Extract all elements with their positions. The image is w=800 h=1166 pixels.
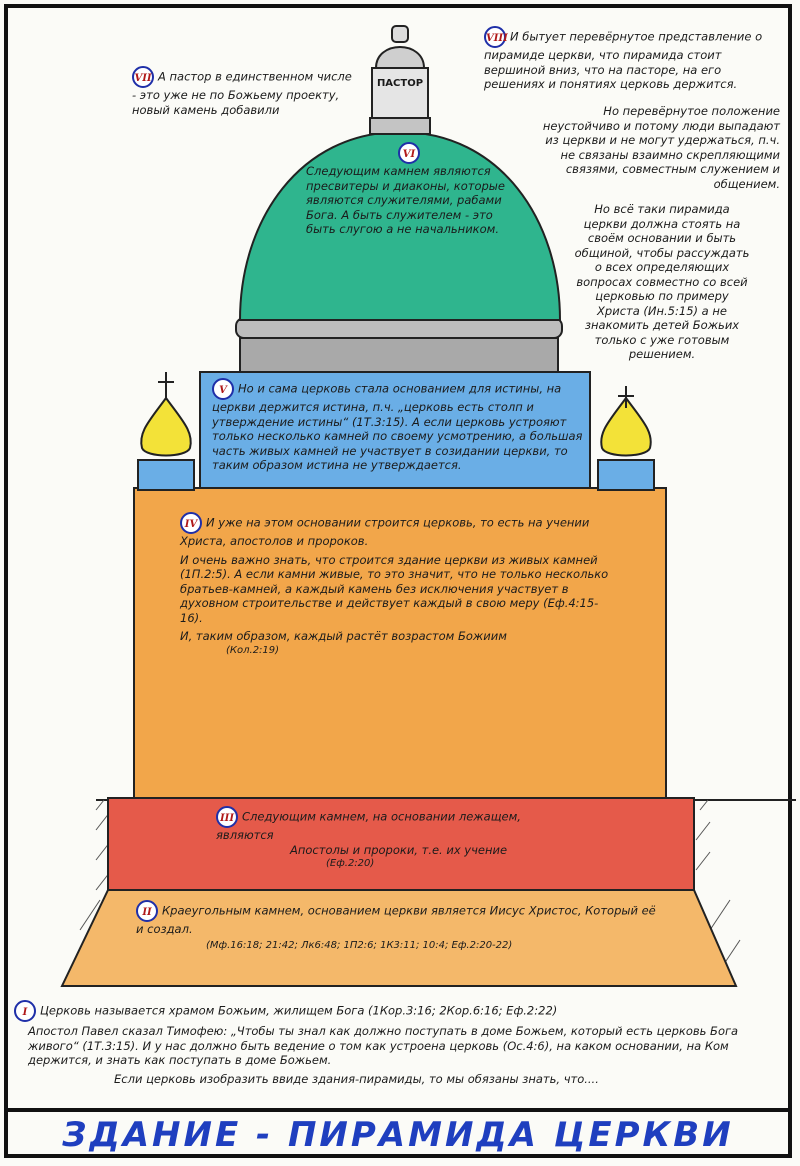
section-8-number: VIII	[484, 26, 508, 48]
left-tower-base	[137, 459, 195, 491]
right-onion-dome	[600, 396, 652, 457]
stone-truth	[199, 371, 591, 489]
section-4-ref: (Кол.2:19)	[226, 644, 280, 656]
section-6-text: Следующим камнем являются пресвитеры и д…	[306, 164, 505, 236]
section-1-text: Церковь называется храмом Божьим, жилище…	[40, 1003, 558, 1018]
section-2-number: II	[136, 900, 158, 922]
section-6-number: VI	[398, 142, 420, 164]
crosses	[158, 372, 634, 408]
dome-drum	[239, 337, 559, 373]
section-1-number: I	[14, 1000, 36, 1022]
right-tower-base	[597, 459, 655, 491]
pastor-cap	[374, 46, 426, 69]
section-3-ref: (Еф.2:20)	[326, 858, 375, 869]
section-8-text-2: Но перевёрнутое положение неустойчиво и …	[542, 104, 780, 191]
left-onion-dome	[140, 396, 192, 457]
section-2-ref: (Мф.16:18; 21:42; Лк6:48; 1П2:6; 1К3:11;…	[206, 939, 513, 951]
pastor-lantern	[371, 67, 429, 119]
section-2-text: Краеугольным камнем, основанием церкви я…	[136, 903, 656, 937]
section-7-number: VII	[132, 66, 154, 88]
section-3-number: III	[216, 806, 238, 828]
stone-church-body	[133, 487, 667, 799]
section-3-text-2: Апостолы и пророки, т.е. их учение	[290, 842, 508, 857]
section-7-text: А пастор в единственном числе - это уже …	[132, 69, 352, 117]
section-4-text-3: И, таким образом, каждый растёт возрасто…	[180, 629, 507, 643]
section-4-text: И уже на этом основании строится церковь…	[180, 515, 590, 549]
section-5-text: Но и сама церковь стала основанием для и…	[212, 381, 583, 473]
page-frame	[4, 4, 792, 1158]
title-bar: ЗДАНИЕ - ПИРАМИДА ЦЕРКВИ	[4, 1108, 792, 1158]
section-5-number: V	[212, 378, 234, 400]
section-8-text: И бытует перевёрнутое представление о пи…	[484, 29, 763, 92]
section-1: I Церковь называется храмом Божьим, жилищ…	[14, 1000, 784, 1086]
pastor-lantern-base	[369, 117, 431, 135]
section-8-text-3: Но всё таки пирамида церкви должна стоят…	[574, 202, 750, 361]
pastor-label: ПАСТОР	[376, 78, 424, 89]
section-1-text-2: Апостол Павел сказал Тимофею: „Чтобы ты …	[28, 1024, 739, 1067]
section-3-text: Следующим камнем, на основании лежащем, …	[216, 809, 521, 843]
section-4-number: IV	[180, 512, 202, 534]
page-title: ЗДАНИЕ - ПИРАМИДА ЦЕРКВИ	[62, 1115, 734, 1155]
section-6: VI Следующим камнем являются пресвитеры …	[306, 142, 516, 237]
section-4-text-2: И очень важно знать, что строится здание…	[180, 552, 609, 625]
stone-apostles	[107, 797, 695, 891]
section-1-text-3: Если церковь изобразить ввиде здания-пир…	[114, 1071, 599, 1086]
